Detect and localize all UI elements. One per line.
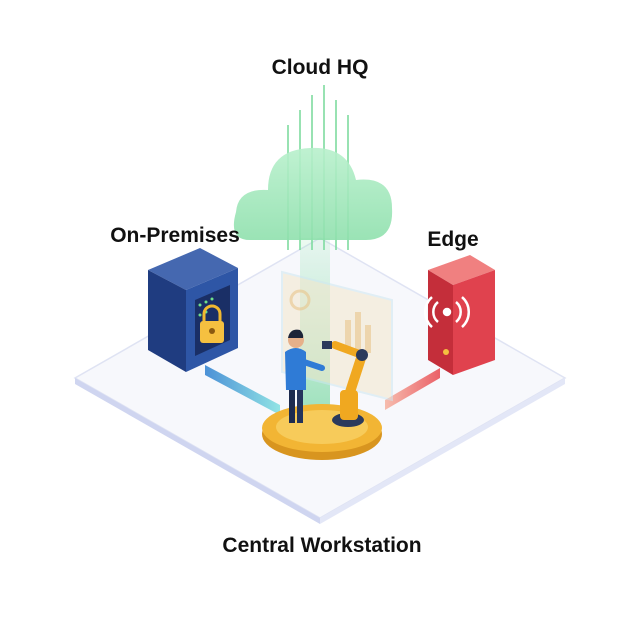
label-cloud-hq: Cloud HQ [271,56,369,79]
label-edge: Edge [427,228,479,251]
on-premises-server-icon [148,248,238,372]
label-central-workstation: Central Workstation [222,534,422,557]
lock-icon [200,304,224,343]
central-workstation-platform [262,404,382,460]
wireless-signal-icon [423,296,471,328]
link-edge [385,368,440,410]
dashboard-screen [281,270,393,402]
edge-server-icon [423,255,495,375]
link-on-premises [205,365,280,415]
robot-arm-icon [322,341,368,427]
engineer-figure [285,329,325,423]
label-on-premises: On-Premises [110,224,240,247]
